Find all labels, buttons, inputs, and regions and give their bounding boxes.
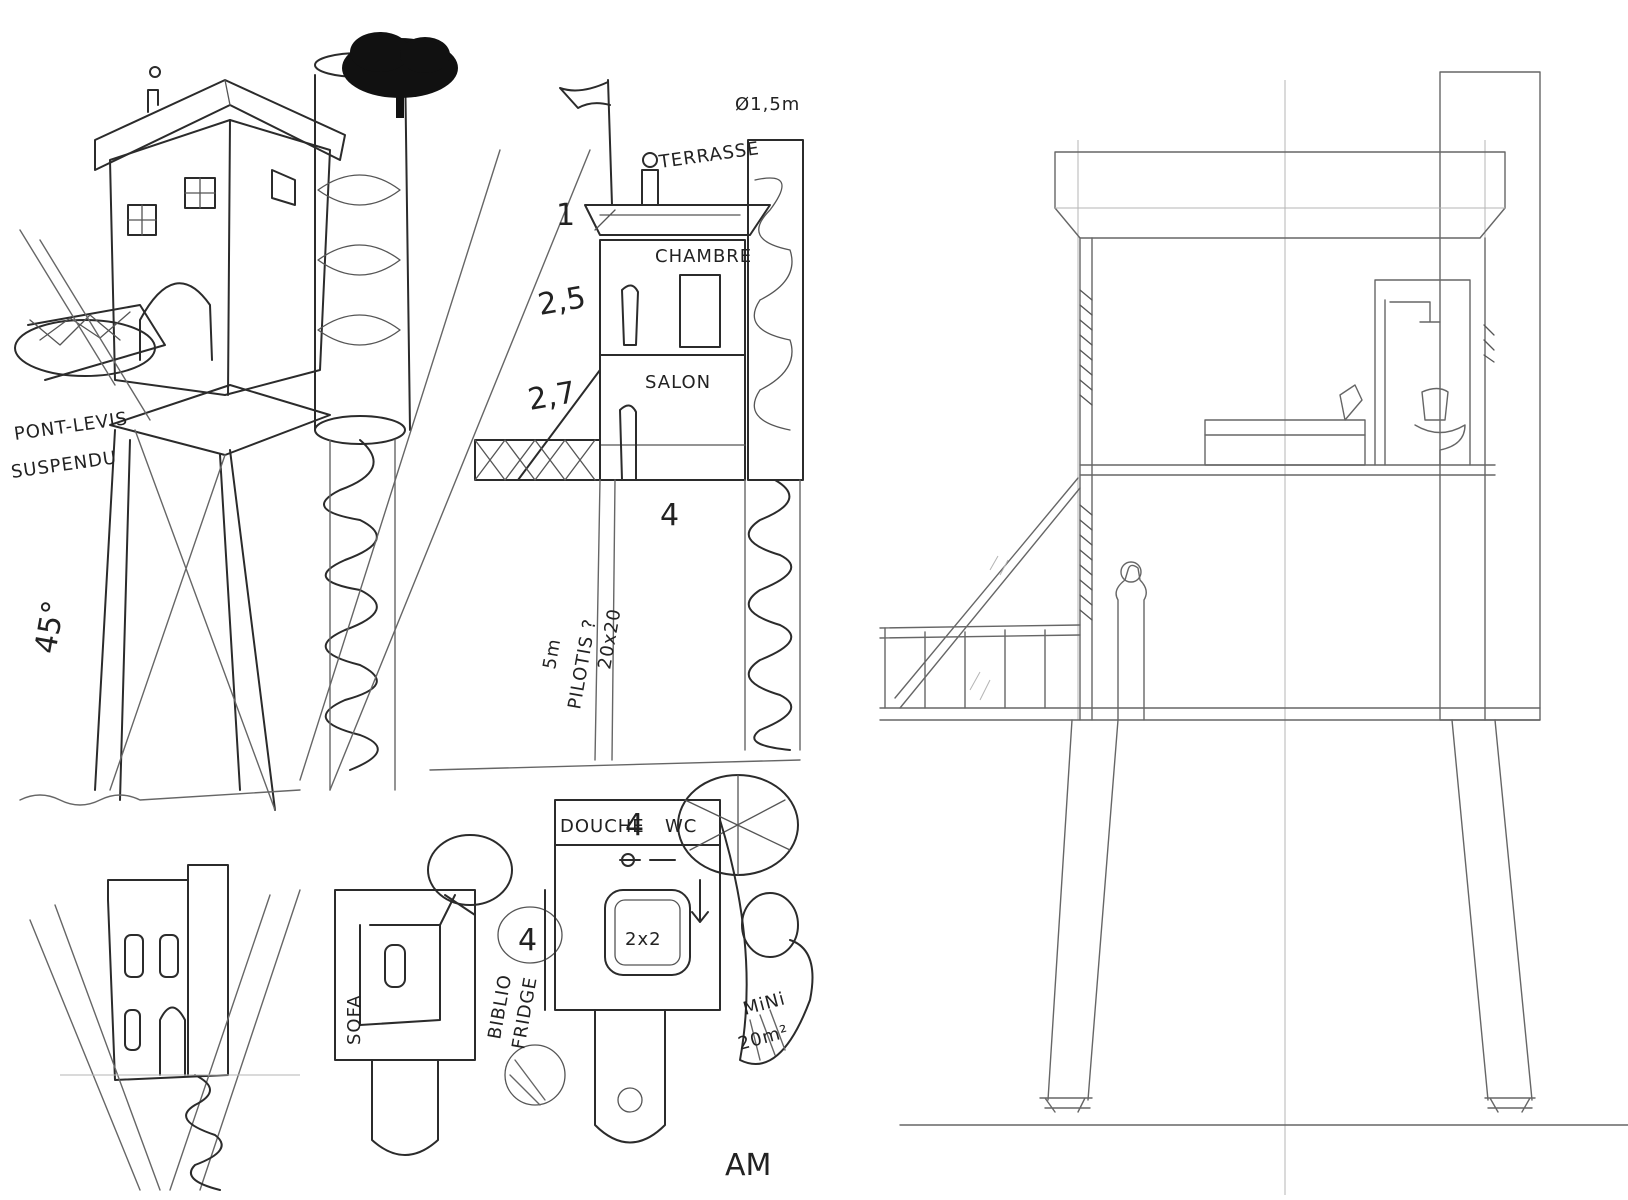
pilotis-size-label: 20x20 — [594, 607, 625, 671]
pont-levis-label: PONT-LEVIS — [13, 408, 130, 445]
dim-25-label: 2,5 — [535, 280, 588, 323]
bed-label: 2x2 — [625, 929, 662, 950]
wc-label: WC — [665, 816, 697, 837]
wall-hatch — [1079, 289, 1495, 621]
signature: AM — [725, 1148, 771, 1183]
plan-4b-label: 4 — [518, 923, 537, 958]
angle-label: 45° — [28, 598, 72, 656]
suspendu-label: SUSPENDU — [10, 447, 119, 483]
tree-icon — [342, 32, 458, 118]
terrasse-label: TERRASSE — [657, 138, 761, 173]
section-sketch: Ø1,5m TERRASSE CHAMBRE SALON 1 2,5 2,7 4… — [429, 79, 804, 771]
plan-4-label: 4 — [625, 808, 644, 843]
diameter-label: Ø1,5m — [735, 94, 800, 115]
plan-sketch: DOUCHE 4 WC 2x2 4 SOFA BIBLIO FRIDGE MiN… — [334, 774, 814, 1183]
pilotis-5m-label: 5m — [539, 637, 565, 671]
section-drawing — [879, 71, 1628, 1195]
chambre-label: CHAMBRE — [655, 246, 752, 267]
perspective-sketch: PONT-LEVIS SUSPENDU 45° — [10, 32, 591, 811]
mini-label: MiNi — [741, 988, 788, 1019]
sofa-label: SOFA — [344, 994, 365, 1045]
douche-label: DOUCHE — [560, 816, 645, 837]
dim-27-label: 2,7 — [525, 375, 578, 418]
elevation-sketch — [29, 864, 301, 1191]
dim-1-label: 1 — [556, 198, 575, 233]
salon-label: SALON — [645, 372, 711, 393]
dim-4-label: 4 — [660, 498, 679, 533]
